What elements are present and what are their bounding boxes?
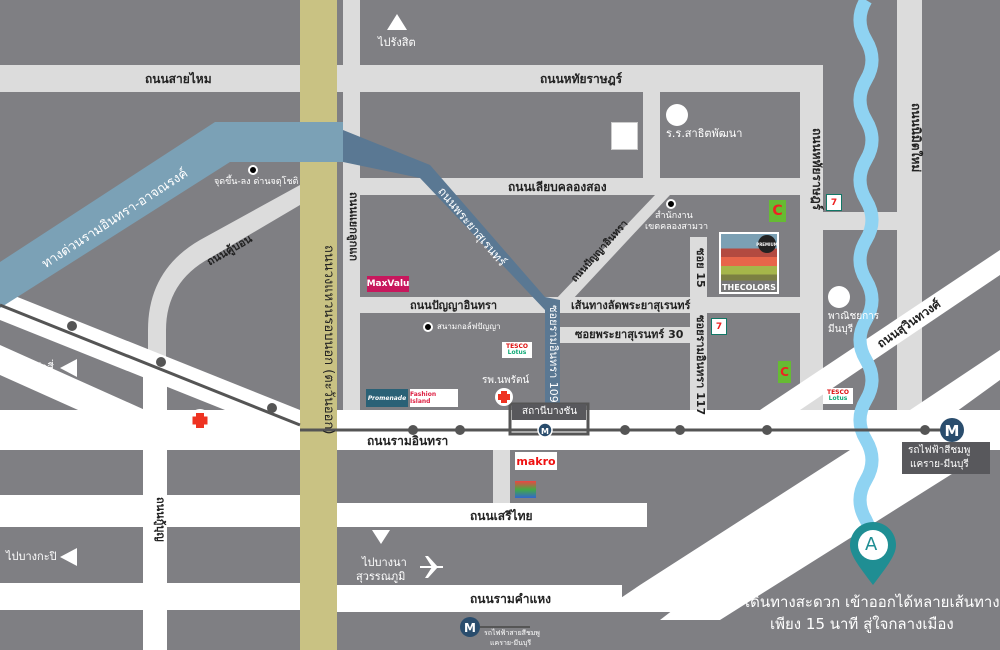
pink-line-label-1: รถไฟฟ้าสีชมพู [908,445,971,456]
pink-line-label-bg [902,442,990,474]
tesco-text: TESCO [826,389,850,396]
seven-eleven-logo: 7 [826,194,842,211]
svg-text:M: M [945,422,960,440]
road-sai-mai: ถนนสายไหม [145,72,212,86]
direction-lak-si: ไปหลักสี่ [14,361,54,374]
place-commerce-1: พาณิชยการ [828,311,880,322]
road-ram-intra: ถนนรามอินทรา [367,434,449,448]
fashion-island-logo: Fashion Island [410,389,458,407]
legend-pink-line-2: แคราย-มีนบุรี [490,639,532,647]
road-seri-thai: ถนนเสรีไทย [470,509,533,523]
station-bang-chan[interactable]: สถานีบางชัน [522,406,578,417]
station-label-bg [512,404,586,420]
place-district-office-2: เขตคลองสามวา [645,222,708,232]
place-commerce-2: มีนบุรี [828,324,854,335]
phraya-suren-road [343,130,560,410]
rail-stops [67,321,930,435]
direction-rangsit: ไปรังสิต [378,36,416,49]
school-icon [828,286,850,308]
poi-dots [248,165,676,332]
place-toll: จุดขึ้น-ลง ด่านจตุโชติ [214,177,299,187]
outer-ring-road [300,0,337,650]
road-left-vertical: ถนนกู้บุญ [154,497,167,542]
the-colors-text: THECOLORS [722,283,776,292]
arrow-left-icon [60,359,77,377]
direction-bang-kapi: ไปบางกะปิ [6,550,57,563]
direction-suvarnabhumi: สุวรรณภูมิ [356,570,406,583]
road-hathai-rat: ถนนหทัยราษฎร์ [540,72,623,86]
promenade-logo: Promenade [366,389,408,407]
district-emblem-logo [611,122,638,150]
seven-eleven-logo: 7 [711,318,727,335]
direction-bangna: ไปบางนา [362,556,407,569]
legend-pink-line-1: รถไฟฟ้าสายสีชมพู [484,629,540,637]
big-c-logo: C [778,361,791,383]
road-shortcut: เส้นทางลัดพระยาสุเรนทร์ [571,299,691,312]
road-side: ถนนแยกลูกแก [347,192,360,262]
svg-text:M: M [464,621,476,635]
place-school: ร.ร.สาธิตพัฒนา [666,127,743,140]
metro-legend-icon: M [460,617,530,637]
place-golf: สนามกอล์ฟปัญญา [437,322,501,331]
tagline-line-2: เพียง 15 นาที สู่ใจกลางเมือง [770,615,954,633]
tesco-text: TESCO [505,343,529,350]
road-outer-ring: ถนนวงแหวนรอบนอก (ตะวันออก) [321,245,336,435]
school-icon [666,104,688,126]
premium-badge: PREMIUM [756,235,778,253]
road-soi-117: ซอยรามอินทรา 117 [694,315,707,416]
place-nopparat-hospital: รพ.นพรัตน์ [482,375,530,386]
arrow-up-icon [387,14,407,30]
rail-line-diag [0,303,301,427]
the-colors-logo: PREMIUM THECOLORS [719,232,779,294]
airplane-icon [420,556,443,578]
road-panya-intra: ถนนปัญญาอินทรา [410,299,498,312]
arrow-left-icon [60,548,77,566]
maxvalu-logo: MaxValu [367,276,409,292]
pink-line-label-2: แคราย-มีนบุรี [910,459,969,470]
place-sinphaet-hospital: รพ.สินแพทย์ [174,433,228,444]
metro-icon[interactable]: M [537,422,553,438]
hospital-icon [495,388,513,406]
road-hathai-rat-vertical: ถนนหทัยราษฎร์ [810,128,824,211]
expressway [0,122,343,308]
big-c-logo: C [769,200,786,222]
road-nimit-mai: ถนนนิมิตใหม่ [909,103,923,173]
tagline-line-1: เดินทางสะดวก เข้าออกได้หลายเส้นทาง [745,593,1000,611]
svg-text:M: M [541,427,549,436]
place-district-office-1: สำนักงาน [655,211,693,221]
road-ramkhamhaeng: ถนนรามคำแหง [470,592,552,606]
road-soi-109: ซอยรามอินทรา 109 [547,305,560,403]
road-soi-15: ซอย 15 [694,248,707,288]
makro-logo: makro [515,452,557,470]
road-liap-khlong-song: ถนนเลียบคลองสอง [508,180,607,194]
river [853,0,880,571]
mall-logo [515,481,536,498]
hospital-icon [189,409,211,431]
lotus-text: Lotus [507,349,527,356]
marker-letter: A [865,534,878,555]
road-soi-30: ซอยพระยาสุเรนทร์ 30 [575,328,684,341]
arrow-down-icon [372,530,390,544]
metro-icon[interactable]: M [940,418,964,442]
lotus-text: Lotus [828,395,848,402]
